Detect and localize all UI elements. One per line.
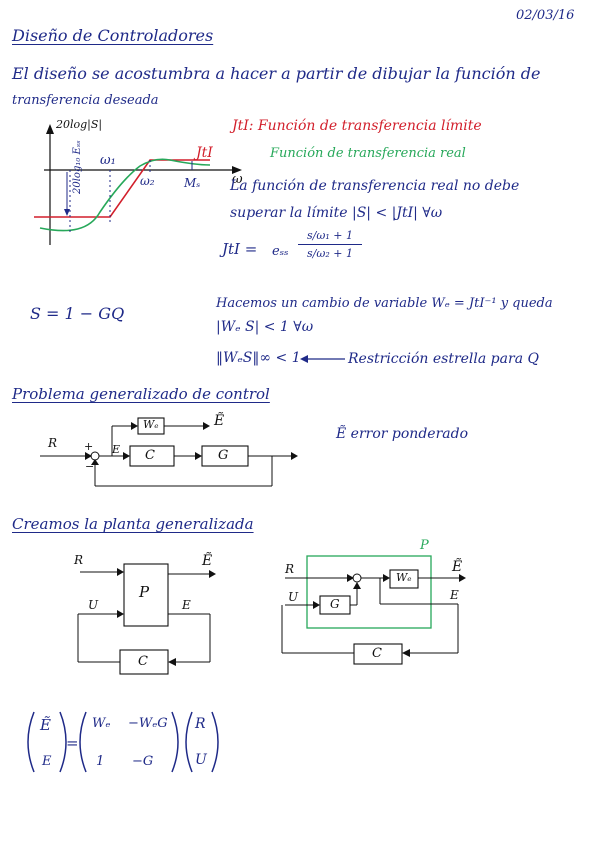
block-C: C xyxy=(145,448,155,463)
weighted-error-label: Ẽ error ponderado xyxy=(336,426,468,442)
bode-w1-label: ω₁ xyxy=(100,153,116,168)
plantR-U: U xyxy=(288,590,299,604)
plantL-R: R xyxy=(74,553,84,567)
matrix-lhs-bottom: E xyxy=(42,754,52,769)
bode-ylabel: 20log|S| xyxy=(56,118,103,131)
sum-minus-sign: − xyxy=(85,460,95,473)
jt-equation-lhs: JtI = xyxy=(222,240,258,258)
fraction-bar xyxy=(298,244,362,245)
plantL-Etilde: Ẽ xyxy=(202,553,213,569)
intro-line-2: transferencia deseada xyxy=(12,93,159,108)
norm-restriction: Restricción estrella para Q xyxy=(348,351,539,367)
plantL-C: C xyxy=(138,654,148,669)
bode-ms-label: Mₛ xyxy=(184,176,201,190)
norm-inequality: ‖WₑS‖∞ < 1 xyxy=(216,350,301,366)
bode-jt-label: JtI xyxy=(196,145,213,161)
plantR-C: C xyxy=(372,646,382,661)
plantR-E: E xyxy=(450,588,459,602)
plantL-P: P xyxy=(139,583,150,601)
ess-symbol: eₛₛ xyxy=(272,244,289,259)
signal-E: E xyxy=(112,443,121,456)
rule-line-1: La función de transferencia real no debe xyxy=(230,178,520,194)
bode-w-label: ω xyxy=(232,172,243,187)
signal-Etilde: Ẽ xyxy=(214,413,225,429)
bode-w2-label: ω₂ xyxy=(140,174,155,188)
matrix-m11: Wₑ xyxy=(92,716,111,731)
signal-R: R xyxy=(48,436,58,450)
intro-line-1: El diseño se acostumbra a hacer a partir… xyxy=(12,64,541,83)
fraction-denominator: s/ω₂ + 1 xyxy=(307,247,353,260)
fraction-numerator: s/ω₁ + 1 xyxy=(307,229,353,242)
variable-change-line-1: Hacemos un cambio de variable Wₑ = JtI⁻¹… xyxy=(216,296,553,311)
sum-plus-sign: + xyxy=(84,440,94,453)
section-generalized-plant: Creamos la planta generalizada xyxy=(12,515,254,533)
section-generalized-problem: Problema generalizado de control xyxy=(12,385,270,403)
plantR-P: P xyxy=(420,538,429,553)
matrix-m12: −WₑG xyxy=(128,716,168,731)
matrix-equals: = xyxy=(66,734,79,752)
page-title: Diseño de Controladores xyxy=(12,26,214,45)
legend-real: Función de transferencia real xyxy=(270,146,466,161)
matrix-m21: 1 xyxy=(96,754,105,769)
date: 02/03/16 xyxy=(516,8,575,23)
block-We: Wₑ xyxy=(143,418,159,431)
legend-limit: JtI: Función de transferencia límite xyxy=(232,118,482,134)
matrix-lhs-top: Ẽ xyxy=(40,716,51,734)
matrix-rhs-bottom: U xyxy=(195,752,207,768)
plantL-E: E xyxy=(182,598,191,612)
matrix-m22: −G xyxy=(132,754,154,769)
rule-line-2: superar la límite |S| < |JtI| ∀ω xyxy=(230,205,443,221)
jt-fraction: s/ω₁ + 1 s/ω₂ + 1 xyxy=(298,229,362,260)
variable-change-line-2: |Wₑ S| < 1 ∀ω xyxy=(216,319,314,335)
s-equation: S = 1 − GQ xyxy=(30,304,125,323)
block-G: G xyxy=(218,448,229,463)
plantR-We: Wₑ xyxy=(396,571,412,584)
plantL-U: U xyxy=(88,598,99,612)
plantR-G: G xyxy=(330,597,340,611)
plantR-R: R xyxy=(285,562,295,576)
plantR-Etilde: Ẽ xyxy=(452,559,463,575)
matrix-rhs-top: R xyxy=(195,716,206,732)
